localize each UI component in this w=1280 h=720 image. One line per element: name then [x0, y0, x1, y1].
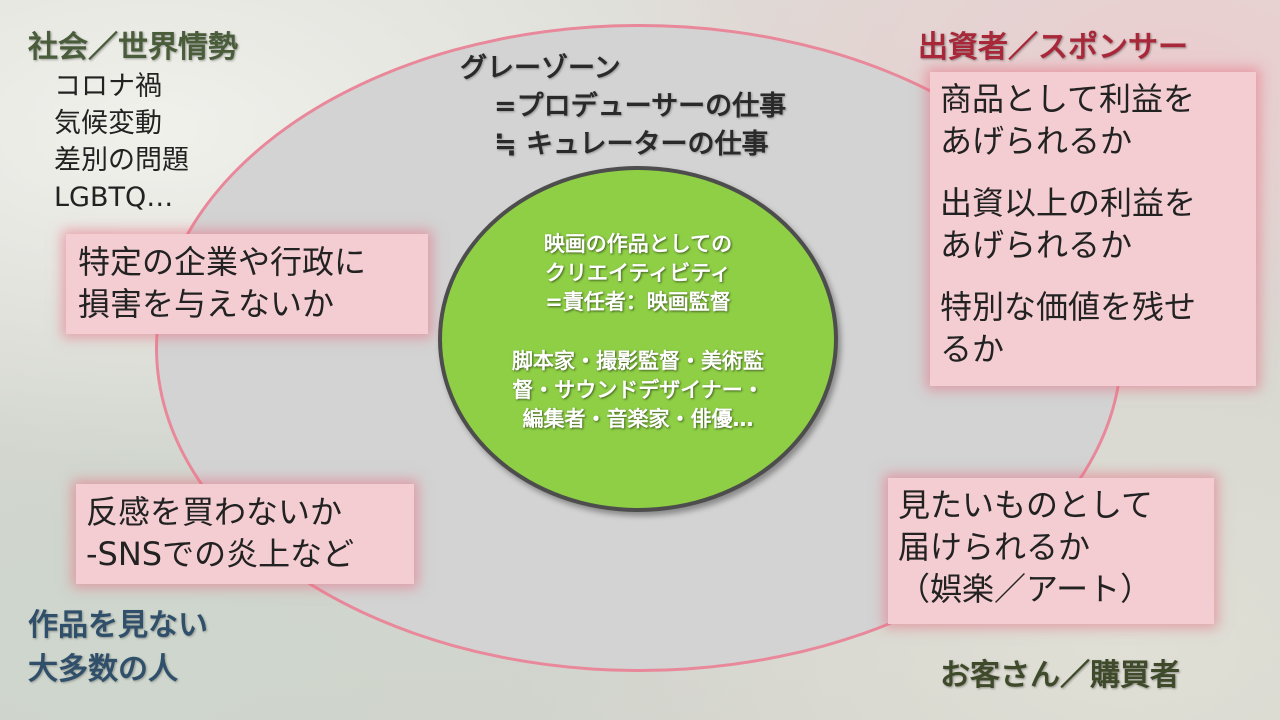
society-concern-line: 損害を与えないか	[78, 285, 335, 323]
sponsor-concern-line: 出資以上の利益を	[940, 184, 1197, 222]
society-title: 社会／世界情勢	[28, 30, 238, 65]
sponsor-concern-line: るか	[940, 330, 1005, 368]
society-concern-line: 特定の企業や行政に	[78, 243, 367, 281]
society-items: コロナ禍 気候変動 差別の問題 LGBTQ…	[54, 68, 189, 216]
creativity-circle	[438, 166, 838, 512]
gray-zone-role: ≒ キュレーターの仕事	[494, 129, 769, 160]
gray-zone-role: =プロデューサーの仕事	[494, 91, 787, 122]
society-concern-box: 特定の企業や行政に 損害を与えないか	[66, 234, 428, 334]
customers-concern-box: 見たいものとして 届けられるか （娯楽／アート）	[888, 478, 1214, 624]
customers-concern-line: 届けられるか	[898, 528, 1091, 566]
non-viewers-concern-line: 反感を買わないか	[86, 493, 343, 531]
customers-concern-line: 見たいものとして	[898, 486, 1154, 524]
sponsor-concern-box: 商品として利益を あげられるか 出資以上の利益を あげられるか 特別な価値を残せ…	[930, 72, 1256, 386]
society-item: コロナ禍	[54, 71, 162, 102]
gray-zone-label: グレーゾーン =プロデューサーの仕事 ≒ キュレーターの仕事	[460, 50, 786, 164]
society-item: 差別の問題	[54, 145, 189, 176]
customers-concern-line: （娯楽／アート）	[898, 570, 1153, 608]
sponsor-concern-line: 特別な価値を残せ	[940, 288, 1197, 326]
staff-line: 督・サウンドデザイナー・	[512, 378, 764, 402]
society-item: LGBTQ…	[54, 182, 174, 213]
non-viewers-concern-box: 反感を買わないか -SNSでの炎上など	[76, 484, 414, 584]
creativity-line: =責任者：映画監督	[545, 290, 731, 314]
non-viewers-concern-line: -SNSでの炎上など	[86, 535, 355, 573]
sponsor-title: 出資者／スポンサー	[918, 30, 1188, 65]
creativity-line: 映画の作品としての	[543, 232, 733, 256]
sponsor-concern-line: あげられるか	[940, 226, 1133, 264]
non-viewers-title: 作品を見ない 大多数の人	[28, 604, 208, 692]
creativity-line: クリエイティビティ	[544, 261, 732, 285]
gray-zone-title: グレーゾーン	[460, 53, 621, 84]
staff-line: 脚本家・撮影監督・美術監	[512, 349, 764, 373]
sponsor-concern-line: あげられるか	[940, 122, 1133, 160]
society-item: 気候変動	[54, 108, 162, 139]
non-viewers-title-line: 大多数の人	[28, 652, 178, 687]
creativity-text: 映画の作品としての クリエイティビティ =責任者：映画監督 脚本家・撮影監督・美…	[438, 230, 838, 434]
staff-line: 編集者・音楽家・俳優…	[522, 407, 754, 431]
customers-title: お客さん／購買者	[940, 658, 1180, 693]
sponsor-concern-line: 商品として利益を	[940, 80, 1196, 118]
non-viewers-title-line: 作品を見ない	[28, 608, 208, 643]
